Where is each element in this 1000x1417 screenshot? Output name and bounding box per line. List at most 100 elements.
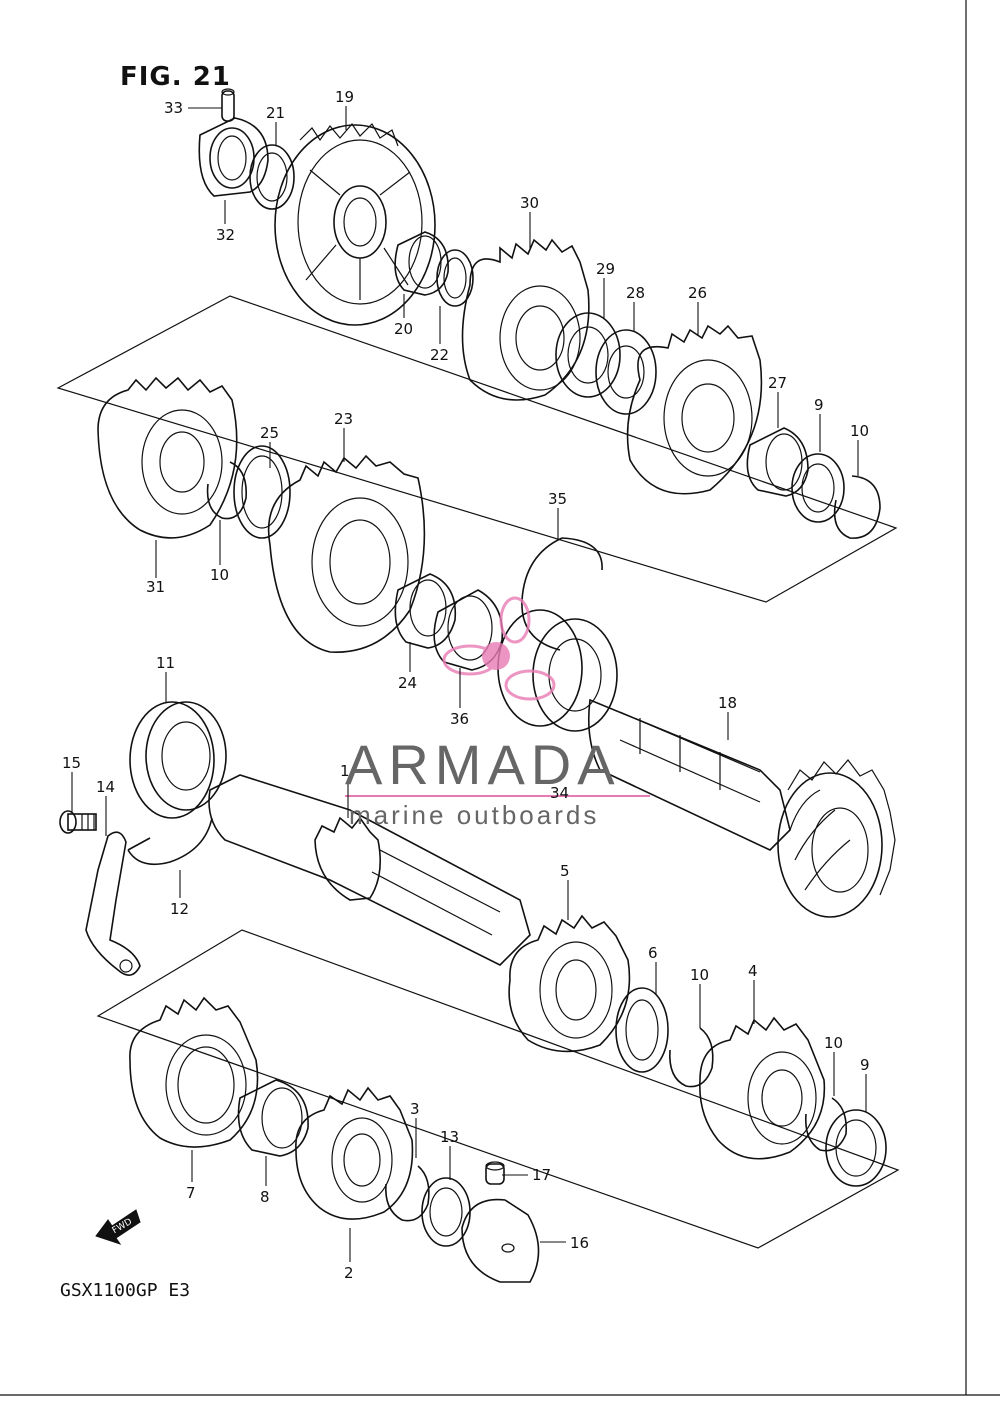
lower-gear-group [129, 914, 887, 1283]
callout-35: 35 [548, 490, 567, 508]
callout-28: 28 [626, 284, 645, 302]
part-6-washer [615, 987, 669, 1073]
armada-propeller-logo [442, 596, 556, 701]
leader-lines [71, 106, 867, 1262]
callout-13: 13 [440, 1128, 459, 1146]
callout-30: 30 [520, 194, 539, 212]
callout-32: 32 [216, 226, 235, 244]
part-10-circlip-left [206, 461, 247, 520]
callout-7: 7 [186, 1184, 196, 1202]
part-7-gear [129, 996, 259, 1148]
shaft-bearing-upper [497, 609, 618, 732]
watermark-brand-name: ARMADA [345, 733, 621, 796]
part-34-bevel-gear [777, 759, 896, 918]
callout-12: 12 [170, 900, 189, 918]
part-13-washer-inner [429, 1187, 463, 1237]
callout-10: 10 [210, 566, 229, 584]
callout-10: 10 [690, 966, 709, 984]
callout-9: 9 [860, 1056, 870, 1074]
lower-grouping-frame [96, 929, 900, 1249]
callout-17: 17 [532, 1166, 551, 1184]
callout-21: 21 [266, 104, 285, 122]
part-2-gear [295, 1086, 414, 1220]
part-9-washer-lower-inner [835, 1119, 877, 1177]
part-18-output-shaft [587, 698, 791, 851]
callout-10: 10 [850, 422, 869, 440]
callout-31: 31 [146, 578, 165, 596]
part-1-spline-line-2 [371, 871, 493, 936]
part-21-washer [249, 144, 295, 210]
part-9-washer-inner [801, 463, 835, 513]
callout-24: 24 [398, 674, 417, 692]
callout-10: 10 [824, 1034, 843, 1052]
callout-11: 11 [156, 654, 175, 672]
part-1-shaft-gear [314, 816, 381, 901]
part-1-countershaft [208, 774, 531, 966]
model-code: GSX1100GP E3 [60, 1280, 191, 1301]
callout-8: 8 [260, 1188, 270, 1206]
callout-1: 1 [340, 762, 350, 780]
callout-23: 23 [334, 410, 353, 428]
middle-gear-group [97, 376, 618, 732]
part-9-washer-lower [825, 1109, 887, 1187]
part-10-circlip [833, 475, 881, 539]
part-8-needle-bearing [237, 1079, 309, 1157]
part-14-stopper-plate [85, 831, 141, 976]
part-4-gear [699, 1016, 826, 1160]
callout-18: 18 [718, 694, 737, 712]
part-27-needle-bearing [746, 427, 809, 497]
part-25-washer-inner [241, 455, 283, 529]
callout-15: 15 [62, 754, 81, 772]
part-19-spoked-gear [274, 123, 436, 326]
callout-36: 36 [450, 710, 469, 728]
part-17-pin [485, 1161, 505, 1185]
callout-33: 33 [164, 99, 183, 117]
callout-9: 9 [814, 396, 824, 414]
part-22-washer-inner [443, 257, 467, 299]
part-9-washer [791, 453, 845, 523]
part-12-circlip [127, 817, 213, 866]
part-22-washer [436, 249, 474, 307]
callout-19: 19 [335, 88, 354, 106]
part-5-gear [508, 914, 631, 1053]
callout-29: 29 [596, 260, 615, 278]
part-21-washer-inner [256, 152, 288, 202]
part-31-gear [97, 376, 238, 539]
callout-6: 6 [648, 944, 658, 962]
callout-5: 5 [560, 862, 570, 880]
figure-title: FIG. 21 [120, 62, 231, 92]
callout-2: 2 [344, 1264, 354, 1282]
part-23-gear [267, 454, 426, 653]
part-14-hole [119, 959, 133, 973]
part-35-circlip [521, 537, 603, 651]
callout-labels: 33 21 19 32 30 29 28 26 20 22 27 9 10 25… [62, 88, 870, 1282]
callout-20: 20 [394, 320, 413, 338]
countershaft-group [59, 701, 531, 976]
watermark-tagline: marine outboards [349, 800, 600, 830]
part-3-circlip [385, 1165, 430, 1222]
part-11-bearing [129, 701, 227, 819]
part-1-spline-line [379, 849, 501, 913]
part-6-washer-inner [625, 999, 659, 1061]
part-16-cap [461, 1198, 540, 1283]
part-33-pin [221, 88, 235, 122]
part-10-circlip-lower [669, 1027, 714, 1088]
callout-14: 14 [96, 778, 115, 796]
part-26-gear [626, 324, 763, 495]
fwd-arrow-icon: FWD [95, 1209, 141, 1245]
callout-22: 22 [430, 346, 449, 364]
callout-26: 26 [688, 284, 707, 302]
part-25-washer [233, 445, 291, 539]
upper-grouping-frame [56, 295, 898, 603]
part-30-gear [461, 238, 590, 401]
callout-34: 34 [550, 784, 569, 802]
upper-gear-group [198, 88, 881, 539]
callout-27: 27 [768, 374, 787, 392]
part-29-lock-washer [555, 312, 621, 398]
callout-16: 16 [570, 1234, 589, 1252]
part-15-bolt [59, 810, 97, 834]
part-28-washer [595, 329, 657, 415]
callout-4: 4 [748, 962, 758, 980]
